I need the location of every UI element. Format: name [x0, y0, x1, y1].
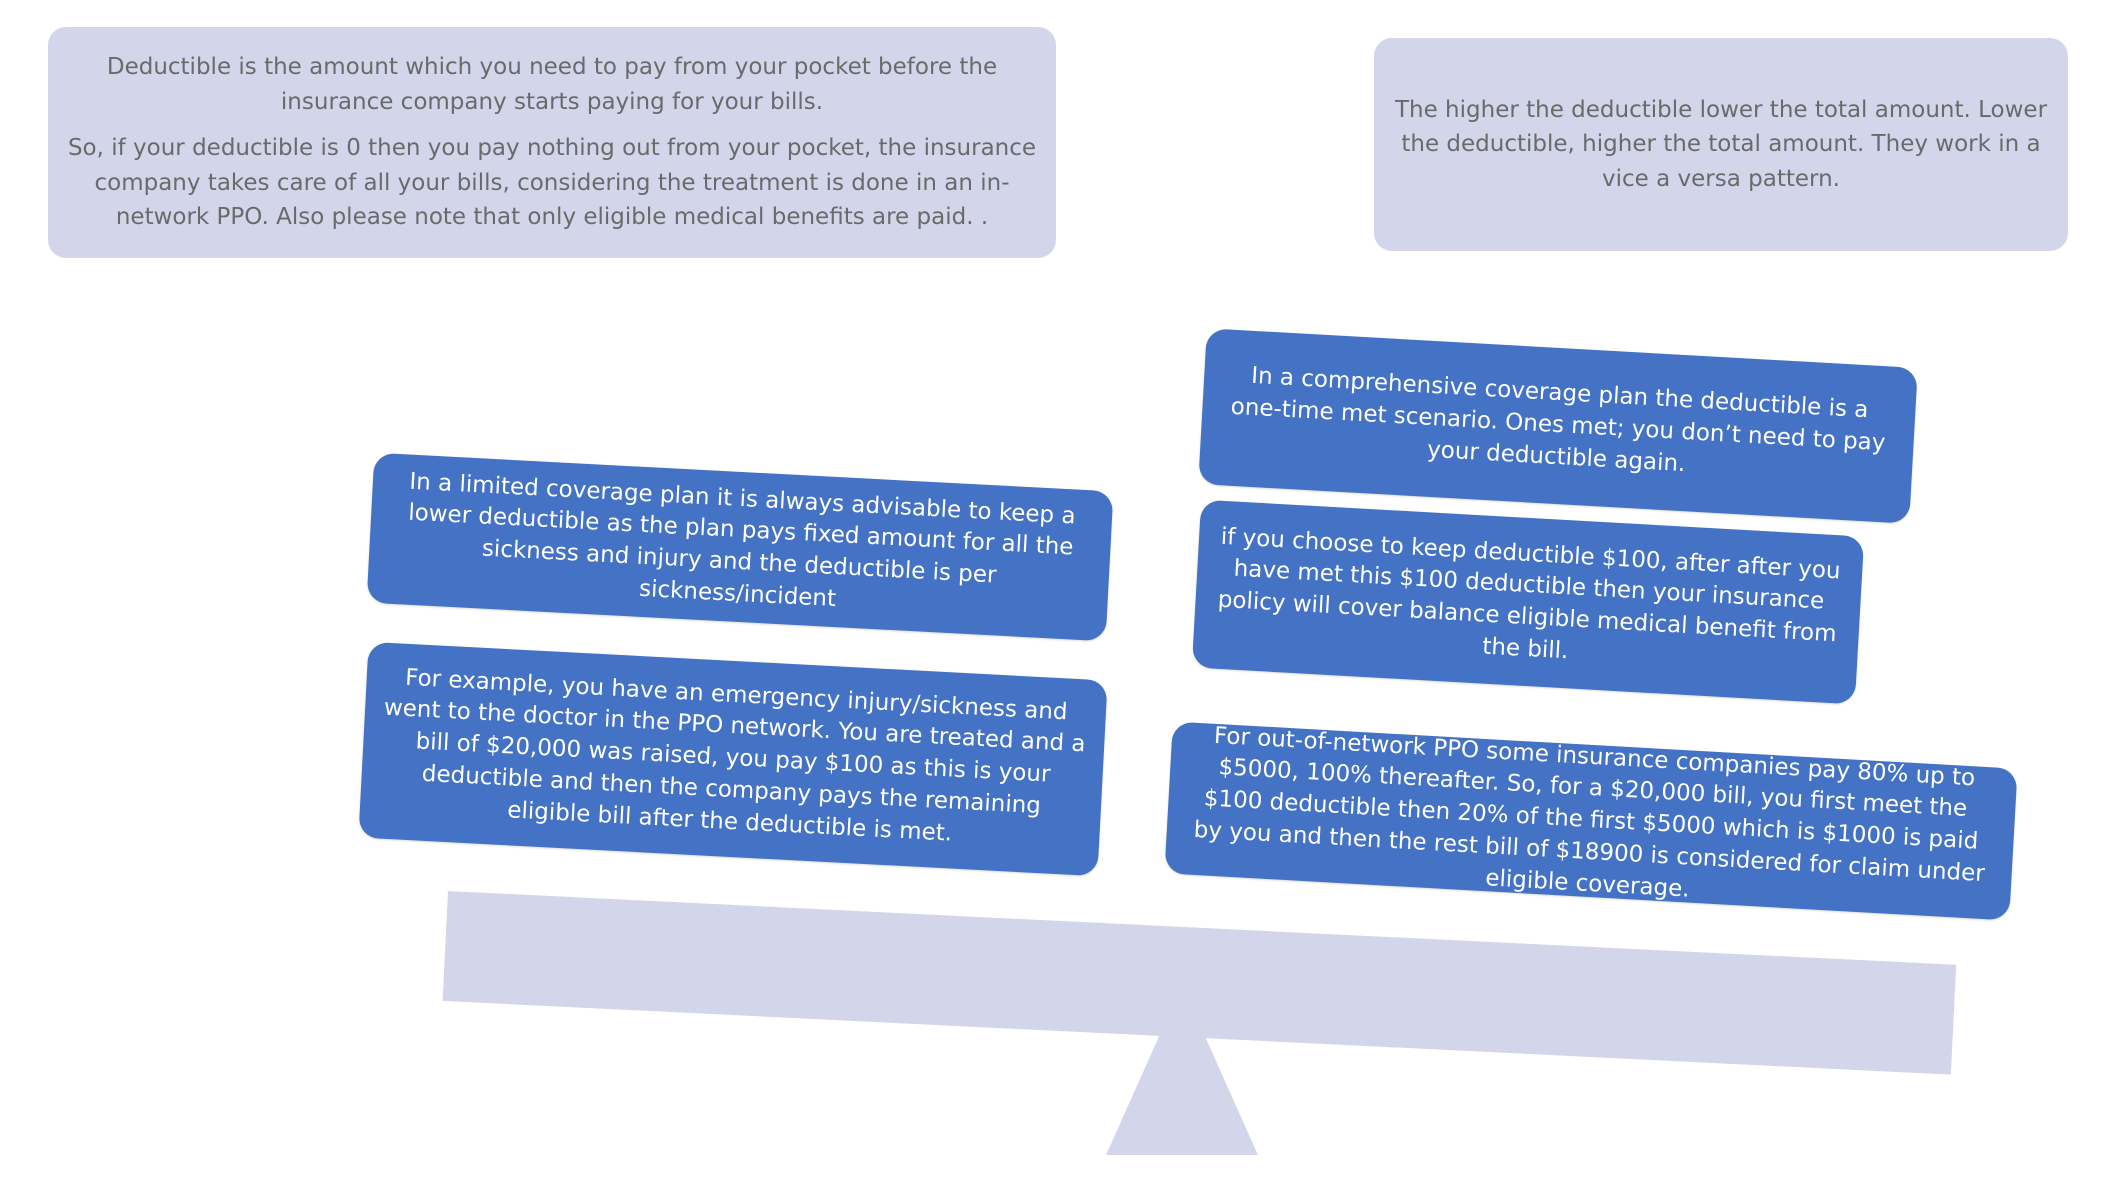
emergency-example-card: For example, you have an emergency injur…: [358, 641, 1108, 877]
deductible-100-card: if you choose to keep deductible $100, a…: [1191, 499, 1865, 705]
emergency-example-text: For example, you have an emergency injur…: [383, 664, 1087, 847]
deductible-relationship-text: The higher the deductible lower the tota…: [1394, 96, 2048, 192]
deductible-definition-note: Deductible is the amount which you need …: [48, 27, 1056, 258]
deductible-relationship-note: The higher the deductible lower the tota…: [1374, 38, 2068, 251]
comprehensive-coverage-card: In a comprehensive coverage plan the ded…: [1198, 328, 1918, 524]
comprehensive-coverage-text: In a comprehensive coverage plan the ded…: [1230, 363, 1887, 478]
deductible-100-text: if you choose to keep deductible $100, a…: [1217, 523, 1842, 665]
limited-coverage-text: In a limited coverage plan it is always …: [407, 468, 1077, 612]
limited-coverage-card: In a limited coverage plan it is always …: [366, 452, 1114, 642]
zero-deductible-text: So, if your deductible is 0 then you pay…: [67, 135, 1037, 231]
out-of-network-card: For out-of-network PPO some insurance co…: [1164, 721, 2018, 921]
out-of-network-text: For out-of-network PPO some insurance co…: [1193, 722, 1986, 903]
deductible-definition-text: Deductible is the amount which you need …: [106, 54, 998, 115]
